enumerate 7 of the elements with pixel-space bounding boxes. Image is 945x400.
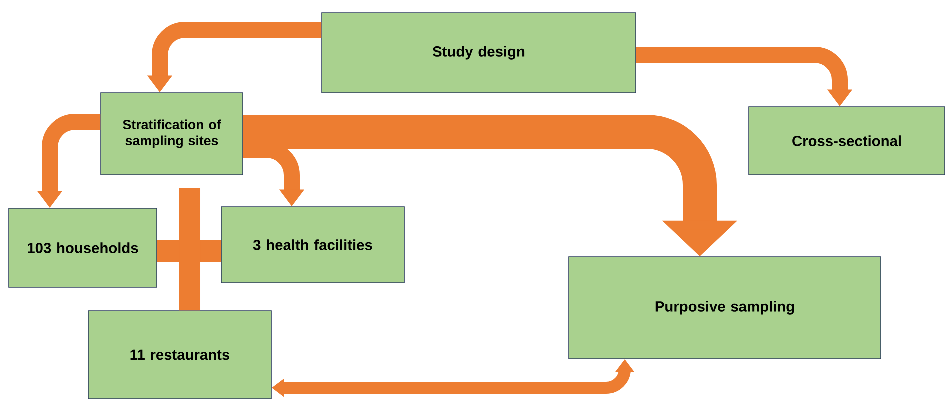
process-box: Study design: [322, 12, 636, 94]
process-box: Cross-sectional: [748, 106, 945, 176]
process-box: Stratification of sampling sites: [100, 92, 244, 176]
process-box: 3 health facilities: [221, 206, 405, 284]
process-box: Purposive sampling: [568, 256, 882, 360]
process-box: 103 households: [8, 208, 158, 288]
process-box: 11 restaurants: [88, 310, 272, 400]
